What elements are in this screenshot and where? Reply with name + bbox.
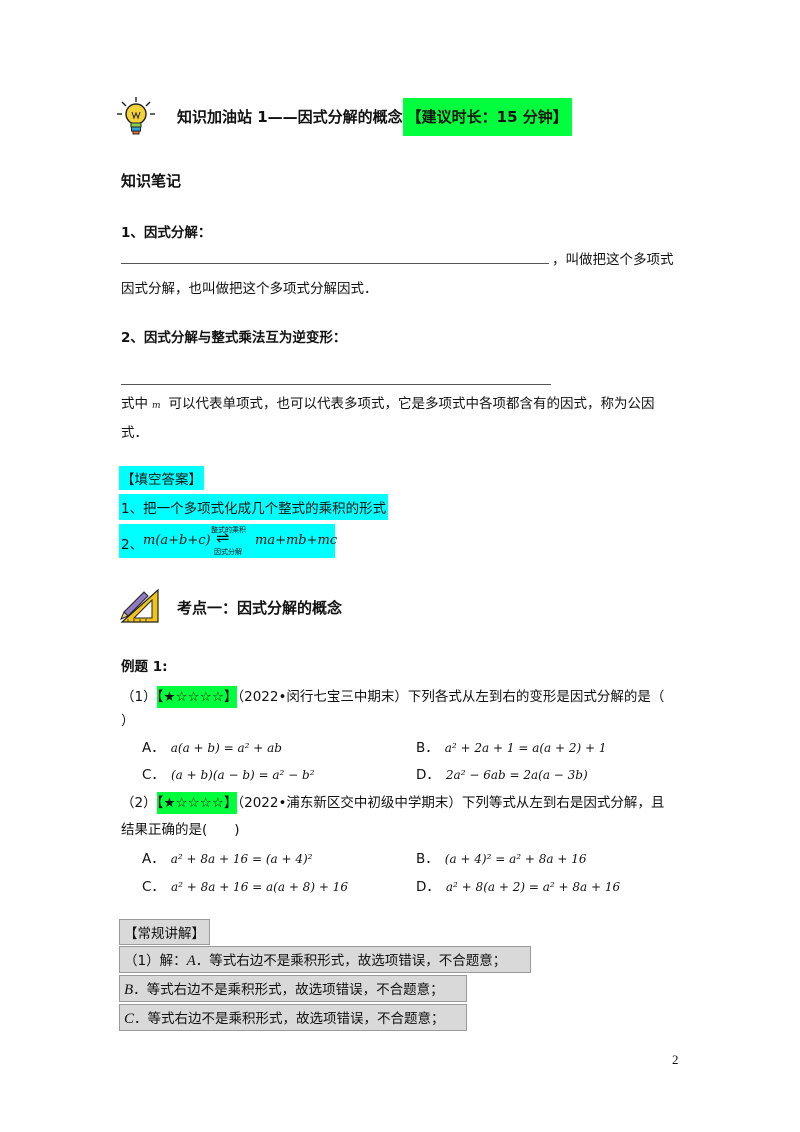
answer-2-left: m(a+b+c) bbox=[143, 533, 211, 548]
explain-line-2: B．等式右边不是乘积形式，故选项错误，不合题意； bbox=[119, 975, 467, 1002]
section-title: 考点一：因式分解的概念 bbox=[177, 599, 343, 617]
answer-1: 1、把一个多项式化成几个整式的乘积的形式 bbox=[119, 494, 389, 520]
explain-2-letter: B bbox=[124, 982, 134, 998]
option-label: D． bbox=[416, 879, 440, 895]
answer-2: 2、 m(a+b+c) 整式的乘积 ⇌ 因式分解 ma+mb+mc bbox=[119, 524, 338, 558]
q2-option-c[interactable]: C． a² + 8a + 16 = a(a + 8) + 16 bbox=[142, 875, 348, 895]
q1-close: ） bbox=[121, 713, 135, 729]
ruler-pencil-icon bbox=[118, 586, 162, 626]
item2-line2: 式． bbox=[121, 425, 148, 441]
option-expr: a² + 8a + 16 = a(a + 8) + 16 bbox=[170, 880, 348, 894]
lightbulb-icon bbox=[116, 96, 156, 136]
q2-source: （2022•浦东新区交中初级中学期末）下列等式从左到右是因式分解，且 bbox=[237, 795, 665, 811]
option-expr: a² + 8(a + 2) = a² + 8a + 16 bbox=[445, 880, 621, 894]
title-main: 知识加油站 1——因式分解的概念 bbox=[177, 108, 403, 126]
explain-line-1: （1）解：A．等式右边不是乘积形式，故选项错误，不合题意； bbox=[119, 946, 531, 973]
q1-option-a[interactable]: A． a(a + b) = a² + ab bbox=[142, 736, 282, 756]
explain-1-text: ．等式右边不是乘积形式，故选项错误，不合题意； bbox=[195, 953, 507, 969]
q1-option-d[interactable]: D． 2a² − 6ab = 2a(a − 3b) bbox=[416, 763, 588, 783]
option-expr: a(a + b) = a² + ab bbox=[170, 741, 282, 755]
explain-3-letter: C bbox=[124, 1011, 135, 1027]
option-expr: 2a² − 6ab = 2a(a − 3b) bbox=[445, 768, 588, 782]
item2-text-b: 可以代表单项式，也可以代表多项式，它是多项式中各项都含有的因式，称为公因 bbox=[168, 396, 655, 412]
item2-var-m: m bbox=[152, 401, 161, 411]
option-expr: (a + b)(a − b) = a² − b² bbox=[170, 768, 315, 782]
item1-suffix: ，叫做把这个多项式 bbox=[552, 252, 674, 268]
item2-line1: 式中 m 可以代表单项式，也可以代表多项式，它是多项式中各项都含有的因式，称为公因 bbox=[121, 392, 655, 412]
q2-line: （2）【★☆☆☆☆】（2022•浦东新区交中初级中学期末）下列等式从左到右是因式… bbox=[121, 791, 665, 814]
item1-blank-line bbox=[121, 263, 549, 264]
answer-2-bottom-label: 因式分解 bbox=[214, 548, 242, 556]
answer-2-top-label: 整式的乘积 bbox=[211, 526, 246, 534]
q2-option-b[interactable]: B． (a + 4)² = a² + 8a + 16 bbox=[416, 847, 587, 867]
q1-number: （1） bbox=[121, 689, 157, 705]
option-expr: a² + 2a + 1 = a(a + 2) + 1 bbox=[444, 741, 607, 755]
explain-line-3: C．等式右边不是乘积形式，故选项错误，不合题意； bbox=[119, 1004, 467, 1031]
option-label: D． bbox=[416, 767, 440, 783]
explain-3-text: ．等式右边不是乘积形式，故选项错误，不合题意； bbox=[134, 1011, 445, 1027]
q1-option-c[interactable]: C． (a + b)(a − b) = a² − b² bbox=[142, 763, 315, 783]
q1-difficulty-stars: 【★☆☆☆☆】 bbox=[156, 686, 238, 708]
option-expr: (a + 4)² = a² + 8a + 16 bbox=[444, 852, 587, 866]
answer-2-right: ma+mb+mc bbox=[255, 533, 338, 548]
q1-source: （2022•闵行七宝三中期末）下列各式从左到右的变形是因式分解的是（ bbox=[237, 689, 665, 705]
equilibrium-arrow-icon: ⇌ bbox=[216, 528, 230, 547]
example-label: 例题 1: bbox=[121, 659, 168, 675]
option-label: C． bbox=[142, 767, 165, 783]
q2-option-a[interactable]: A． a² + 8a + 16 = (a + 4)² bbox=[142, 847, 312, 867]
page-number: 2 bbox=[672, 1052, 679, 1067]
page-title: 知识加油站 1——因式分解的概念【建议时长：15 分钟】 bbox=[177, 98, 572, 136]
q1-line: （1）【★☆☆☆☆】（2022•闵行七宝三中期末）下列各式从左到右的变形是因式分… bbox=[121, 685, 665, 708]
item1-heading: 1、因式分解： bbox=[121, 225, 212, 241]
answers-label: 【填空答案】 bbox=[119, 466, 204, 490]
q2-difficulty-stars: 【★☆☆☆☆】 bbox=[156, 792, 238, 814]
option-label: B． bbox=[416, 740, 439, 756]
q1-option-b[interactable]: B． a² + 2a + 1 = a(a + 2) + 1 bbox=[416, 736, 607, 756]
explain-2-text: ．等式右边不是乘积形式，故选项错误，不合题意； bbox=[133, 982, 444, 998]
notes-heading: 知识笔记 bbox=[121, 172, 182, 190]
item2-blank-line bbox=[121, 384, 551, 385]
explain-1-letter: A bbox=[186, 953, 196, 969]
explain-label: 【常规讲解】 bbox=[119, 919, 210, 945]
option-expr: a² + 8a + 16 = (a + 4)² bbox=[170, 852, 313, 866]
q2-option-d[interactable]: D． a² + 8(a + 2) = a² + 8a + 16 bbox=[416, 875, 620, 895]
option-label: B． bbox=[416, 851, 439, 867]
item2-heading: 2、因式分解与整式乘法互为逆变形： bbox=[121, 330, 347, 346]
item2-text-a: 式中 bbox=[121, 396, 148, 412]
q2-line2: 结果正确的是( ) bbox=[121, 822, 240, 838]
q2-number: （2） bbox=[121, 795, 157, 811]
title-duration-highlight: 【建议时长：15 分钟】 bbox=[402, 98, 572, 136]
option-label: A． bbox=[142, 740, 165, 756]
explain-1-prefix: （1）解： bbox=[124, 953, 187, 969]
option-label: C． bbox=[142, 879, 165, 895]
answer-2-prefix: 2、 bbox=[121, 537, 144, 553]
option-label: A． bbox=[142, 851, 165, 867]
item1-line2: 因式分解，也叫做把这个多项式分解因式． bbox=[121, 281, 378, 297]
